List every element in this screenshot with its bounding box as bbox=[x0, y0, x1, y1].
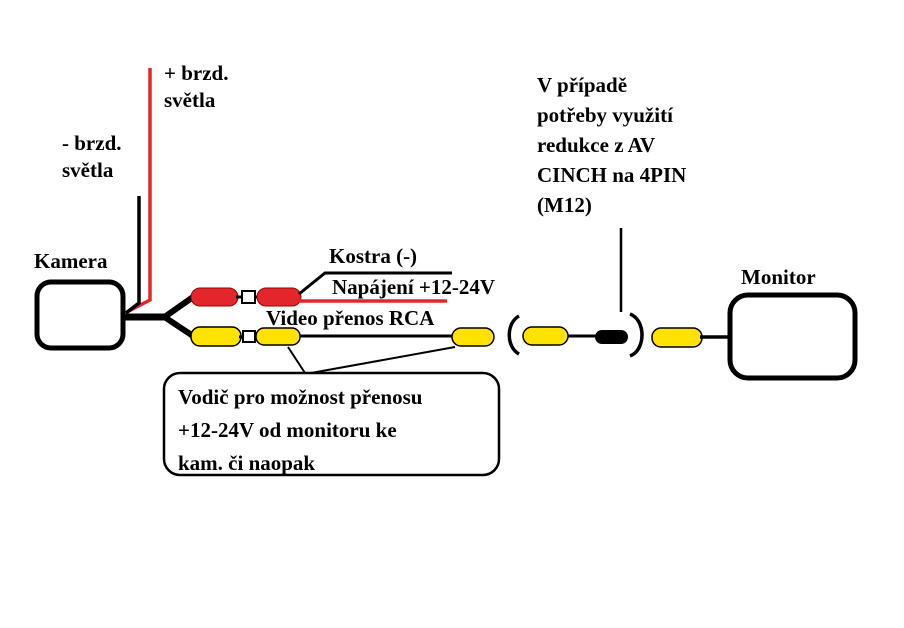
red-rca-plug bbox=[241, 290, 256, 304]
reduction-note-line4: CINCH na 4PIN bbox=[537, 163, 687, 187]
monitor-label: Monitor bbox=[741, 265, 816, 289]
ground-label: Kostra (-) bbox=[329, 244, 418, 268]
reduction-note: V případě potřeby využití redukce z AV C… bbox=[537, 70, 686, 220]
minus-brake-line2: světla bbox=[62, 158, 114, 182]
red-rca-connector-2 bbox=[256, 287, 302, 307]
red-rca-connector-1 bbox=[190, 287, 239, 307]
reduction-bracket-left bbox=[507, 314, 521, 356]
yellow-rca-plug bbox=[242, 330, 256, 343]
callout-line3: kam. či naopak bbox=[178, 451, 316, 475]
camera-cable-branch-bottom bbox=[164, 315, 195, 339]
plus-brake-line2: světla bbox=[164, 88, 216, 112]
callout-line1: Vodič pro možnost přenosu bbox=[178, 385, 423, 409]
callout-pointer-right bbox=[310, 346, 456, 374]
yellow-rca-connector-3 bbox=[451, 327, 495, 347]
minus-brake-wire bbox=[124, 196, 141, 315]
ground-wire bbox=[298, 271, 452, 296]
callout-line2: +12-24V od monitoru ke bbox=[178, 418, 397, 442]
yellow-rca-connector-4 bbox=[651, 327, 703, 348]
reduction-note-line3: redukce z AV bbox=[537, 133, 656, 157]
plus-brake-line1: + brzd. bbox=[164, 61, 229, 85]
camera-box bbox=[34, 279, 126, 351]
callout-box bbox=[162, 371, 501, 477]
camera-cable-branch-top bbox=[164, 294, 195, 319]
callout-text: Vodič pro možnost přenosu +12-24V od mon… bbox=[178, 381, 422, 480]
reduction-bracket-right bbox=[629, 312, 644, 358]
reduction-yellow-connector bbox=[522, 326, 569, 346]
power-label: Napájení +12-24V bbox=[332, 275, 496, 299]
callout-pointer-left bbox=[287, 346, 306, 374]
camera-label: Kamera bbox=[34, 249, 108, 273]
yellow-rca-connector-1 bbox=[190, 326, 242, 347]
monitor-box bbox=[727, 292, 858, 381]
reduction-note-line1: V případě bbox=[537, 73, 628, 97]
black-4pin-connector bbox=[595, 330, 628, 344]
minus-brake-line1: - brzd. bbox=[62, 131, 122, 155]
reduction-note-line5: (M12) bbox=[537, 193, 592, 217]
minus-brake-label: - brzd. světla bbox=[62, 130, 122, 184]
reduction-note-line2: potřeby využití bbox=[537, 103, 673, 127]
plus-brake-label: + brzd. světla bbox=[164, 60, 228, 114]
video-label: Video přenos RCA bbox=[266, 306, 435, 330]
